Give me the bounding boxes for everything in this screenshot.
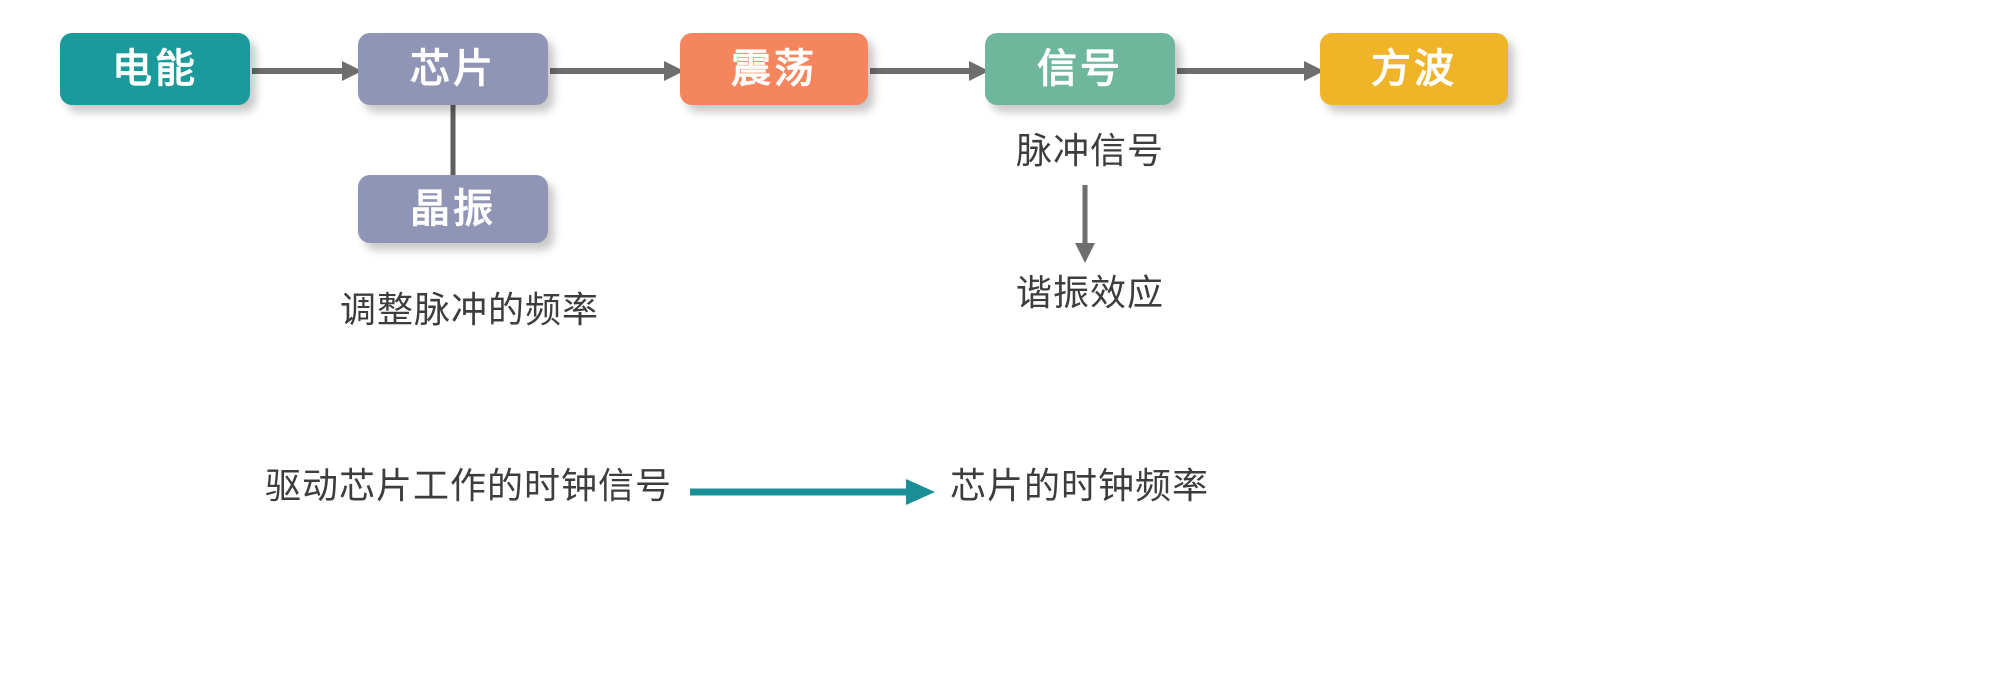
flow-arrow-chip-to-oscillate <box>550 61 684 81</box>
clock-signal-arrow <box>690 479 935 505</box>
flow-arrow-signal-to-square <box>1177 61 1324 81</box>
flow-arrow-oscillate-to-signal <box>870 61 989 81</box>
node-chip[interactable]: 芯片 <box>358 33 548 105</box>
node-power-label: 电能 <box>112 47 198 91</box>
annotation-resonance-effect: 谐振效应 <box>1016 272 1165 313</box>
node-crystal-oscillator-label: 晶振 <box>410 187 496 231</box>
annotation-adjust-frequency: 调整脉冲的频率 <box>340 289 600 330</box>
node-signal-label: 信号 <box>1037 47 1123 91</box>
legend-right-text: 芯片的时钟频率 <box>950 465 1210 506</box>
annotation-arrow-pulse-to-resonance <box>1075 185 1095 263</box>
node-crystal-oscillator[interactable]: 晶振 <box>358 175 548 243</box>
node-signal[interactable]: 信号 <box>985 33 1175 105</box>
node-square-wave-label: 方波 <box>1371 47 1457 91</box>
node-square-wave[interactable]: 方波 <box>1320 33 1508 105</box>
node-chip-label: 芯片 <box>410 47 496 91</box>
flow-arrow-power-to-chip <box>252 61 362 81</box>
node-power[interactable]: 电能 <box>60 33 250 105</box>
annotation-pulse-signal: 脉冲信号 <box>1016 130 1165 171</box>
legend-left-text: 驱动芯片工作的时钟信号 <box>265 465 673 506</box>
node-oscillate[interactable]: 震荡 <box>680 33 868 105</box>
connector-chip-to-crystal <box>450 100 456 182</box>
node-oscillate-label: 震荡 <box>731 47 817 91</box>
